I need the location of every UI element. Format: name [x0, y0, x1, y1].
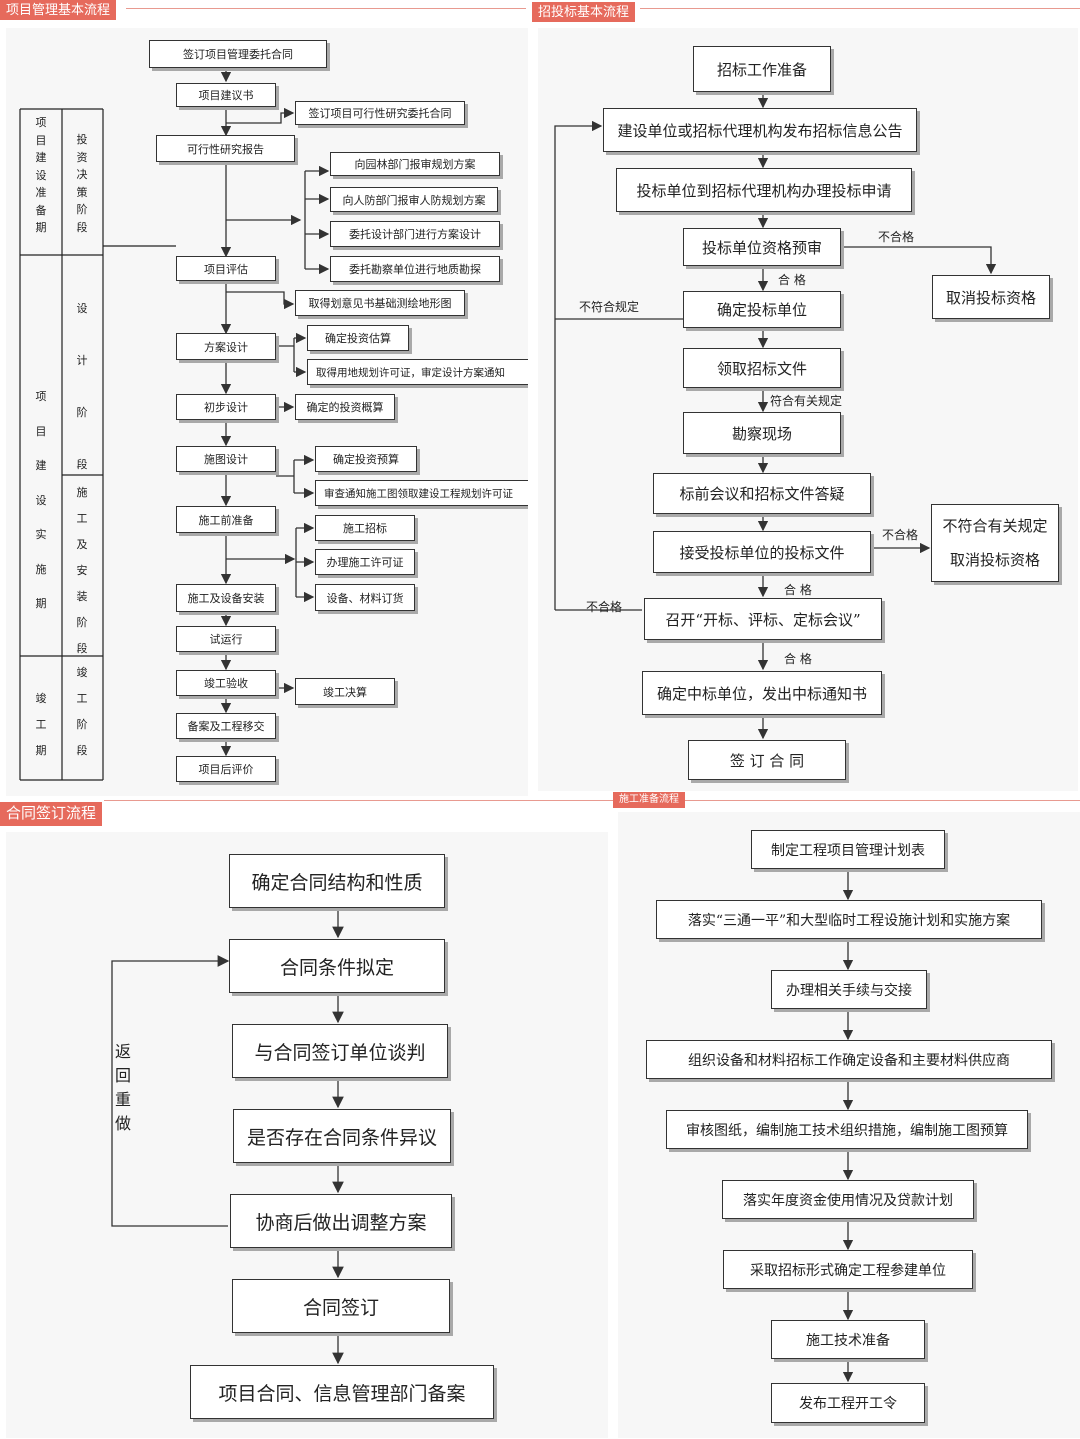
box-bid-application: 投标单位到招标代理机构办理投标申请: [616, 168, 912, 212]
box-contract-structure: 确定合同结构和性质: [229, 854, 445, 908]
label-pass-meeting: 合 格: [784, 652, 812, 666]
box-trial-run: 试运行: [176, 626, 276, 652]
box-cancel-qualification-1: 取消投标资格: [932, 275, 1050, 319]
box-installation: 施工及设备安装: [176, 584, 276, 612]
loop-label: 返回重做: [114, 1042, 131, 1133]
stage-construction-label: 施工及安装阶段: [76, 486, 88, 655]
top-divider: [126, 8, 526, 9]
box-dispute-check: 是否存在合同条件异议: [233, 1109, 451, 1163]
panel-construction-prep: 制定工程项目管理计划表 落实“三通一平”和大型临时工程设施计划和实施方案 办理相…: [618, 812, 1080, 1438]
box-planning-permit: 审查通知施工图领取建设工程规划许可证: [315, 480, 528, 506]
box-civil-defense-plan: 向人防部门报审人防规划方案: [330, 187, 498, 212]
cancel2-line2: 取消投标资格: [949, 551, 1040, 569]
panel1-title: 项目管理基本流程: [0, 0, 117, 20]
phase-completion-label: 竣工期: [35, 692, 47, 757]
cancel2-line1: 不符合有关规定: [942, 517, 1048, 535]
box-sign-feasibility-contract: 签订项目可行性研究委托合同: [295, 101, 465, 125]
panel4-title: 施工准备流程: [613, 792, 685, 808]
panel3-title: 合同签订流程: [0, 802, 103, 826]
panel-bidding: 招标工作准备 建设单位或招标代理机构发布招标信息公告 投标单位到招标代理机构办理…: [538, 28, 1078, 791]
panel2-connectors: [554, 92, 997, 740]
box-garden-plan: 向园林部门报审规划方案: [330, 152, 500, 176]
stage-decision-label: 投资决策阶段: [76, 133, 88, 234]
panel3-connectors: [111, 908, 344, 1365]
label-fail-meeting: 不合格: [586, 600, 623, 614]
box-land-use-permit: 取得用地规划许可证，审定设计方案通知: [307, 359, 528, 385]
box-start-order: 发布工程开工令: [771, 1383, 925, 1423]
stage-completion-label: 竣工阶段: [76, 666, 88, 757]
top-divider-right: [640, 8, 1080, 9]
panel-project-management: 签订项目管理委托合同 项目建议书 签订项目可行性研究委托合同 可行性研究报告 向…: [6, 28, 528, 796]
box-archive: 项目合同、信息管理部门备案: [190, 1365, 494, 1419]
box-post-evaluation: 项目后评价: [176, 756, 276, 782]
box-drawing-design: 施图设计: [176, 446, 276, 472]
box-receive-bids: 接受投标单位的投标文件: [653, 531, 871, 573]
box-obtain-documents: 领取招标文件: [683, 348, 841, 388]
box-construction-bid: 施工招标: [315, 515, 415, 541]
box-drawing-review: 审核图纸，编制施工技术组织措施，编制施工图预算: [666, 1110, 1028, 1149]
panel1-connectors: [19, 68, 330, 781]
phase-impl-label: 项目建设实施期: [35, 390, 47, 610]
box-equipment-order: 设备、材料订货: [315, 584, 415, 611]
label-fail-bids: 不合格: [882, 528, 919, 542]
box-cancel-qualification-2: 不符合有关规定 取消投标资格: [931, 504, 1059, 582]
label-compliant: 符合有关规定: [770, 394, 843, 408]
box-geo-survey: 委托勘察单位进行地质勘探: [330, 256, 500, 282]
box-draft-terms: 合同条件拟定: [229, 939, 445, 993]
box-sign-pm-contract: 签订项目管理委托合同: [149, 40, 327, 68]
panel-contract: 确定合同结构和性质 合同条件拟定 与合同签订单位谈判 是否存在合同条件异议 协商…: [6, 832, 608, 1438]
box-investment-estimate: 确定投资估算: [307, 325, 409, 351]
box-pre-bid-meeting: 标前会议和招标文件答疑: [653, 473, 871, 514]
box-construction-permit: 办理施工许可证: [315, 549, 415, 575]
label-pass-prequal: 合 格: [778, 273, 806, 287]
box-scheme-design: 方案设计: [176, 333, 276, 360]
box-adjust-plan: 协商后做出调整方案: [230, 1194, 452, 1248]
box-prequalification: 投标单位资格预审: [683, 228, 841, 266]
box-determine-winner: 确定中标单位，发出中标通知书: [642, 671, 882, 715]
box-publish-notice: 建设单位或招标代理机构发布招标信息公告: [603, 108, 917, 152]
box-bid-preparation: 招标工作准备: [693, 46, 831, 92]
box-sign-contract: 签 订 合 同: [688, 740, 846, 780]
box-participating-units: 采取招标形式确定工程参建单位: [723, 1250, 973, 1289]
box-final-settlement: 竣工决算: [295, 678, 395, 705]
box-negotiate: 与合同签订单位谈判: [232, 1024, 448, 1078]
phase-prep-label: 项目建设准备期: [35, 116, 47, 234]
box-annual-funds: 落实年度资金使用情况及贷款计划: [722, 1180, 974, 1219]
box-three-links: 落实“三通一平”和大型临时工程设施计划和实施方案: [656, 900, 1042, 939]
box-feasibility-report: 可行性研究报告: [156, 135, 295, 162]
stage-design-label: 设计阶段: [76, 302, 88, 471]
box-preliminary-design: 初步设计: [176, 394, 276, 420]
middle-divider: [104, 800, 1080, 801]
label-noncompliant: 不符合规定: [579, 300, 640, 314]
box-suppliers: 组织设备和材料招标工作确定设备和主要材料供应商: [646, 1040, 1052, 1079]
panel2-title: 招投标基本流程: [532, 2, 636, 22]
box-investment-budget: 确定投资预算: [315, 446, 417, 472]
box-acceptance: 竣工验收: [176, 670, 276, 696]
box-site-survey: 勘察现场: [683, 412, 841, 454]
box-procedures: 办理相关手续与交接: [771, 970, 927, 1009]
box-investment-approx: 确定的投资概算: [295, 394, 395, 420]
box-confirm-bidders: 确定投标单位: [683, 291, 841, 328]
box-survey-map: 取得划意见书基础测绘地形图: [295, 290, 465, 316]
box-opening-meeting: 召开“开标、评标、定标会议”: [644, 598, 882, 640]
box-construction-prep: 施工前准备: [176, 506, 276, 533]
box-design-scheme: 委托设计部门进行方案设计: [330, 221, 500, 247]
box-project-evaluation: 项目评估: [176, 256, 276, 281]
panel4-connectors: [842, 869, 854, 1383]
label-fail-prequal: 不合格: [878, 230, 915, 244]
box-project-proposal: 项目建议书: [176, 83, 276, 107]
box-handover: 备案及工程移交: [176, 713, 276, 739]
box-contract-signing: 合同签订: [232, 1279, 450, 1333]
box-technical-prep: 施工技术准备: [771, 1320, 925, 1359]
label-pass-bids: 合 格: [784, 583, 812, 597]
box-management-plan: 制定工程项目管理计划表: [751, 830, 945, 869]
